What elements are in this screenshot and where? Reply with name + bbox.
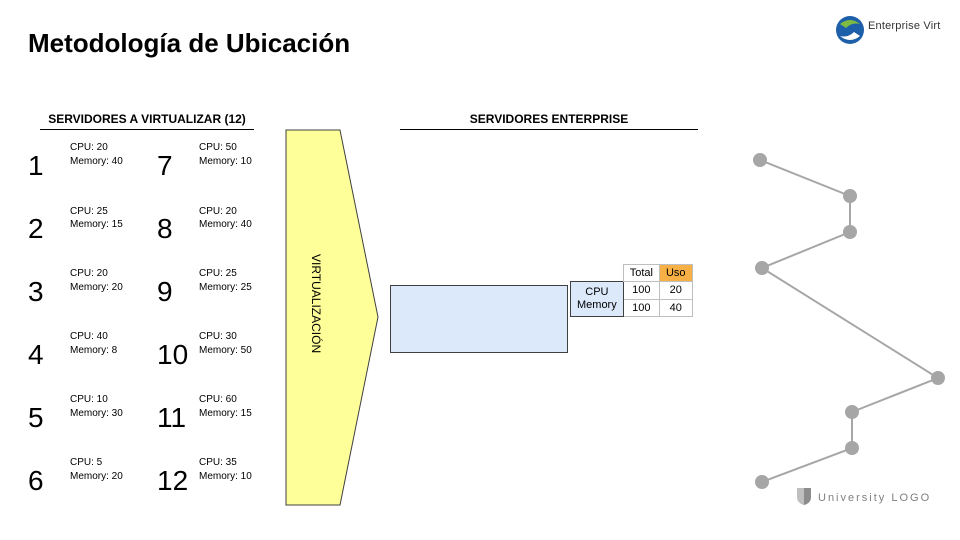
- server-number: 11: [157, 402, 187, 433]
- server-cpu: CPU: 35: [199, 457, 237, 468]
- server-memory: Memory: 10: [199, 156, 252, 167]
- server-cpu: CPU: 25: [199, 268, 237, 279]
- server-cpu: CPU: 30: [199, 331, 237, 342]
- server-memory: Memory: 15: [199, 408, 252, 419]
- usage-row: CPU Memory 100 20: [570, 281, 693, 317]
- usage-cpu-uso: 20: [658, 281, 693, 300]
- server-memory: Memory: 8: [70, 345, 118, 356]
- server-memory: Memory: 20: [70, 282, 123, 293]
- brand-text: Enterprise Virt: [868, 20, 941, 32]
- server-cpu: CPU: 20: [199, 206, 237, 217]
- server-number: 12: [157, 465, 189, 496]
- server-memory: Memory: 15: [70, 219, 123, 230]
- server-cpu: CPU: 5: [70, 457, 103, 468]
- server-number: 5: [28, 402, 44, 433]
- server-number: 1: [28, 150, 44, 181]
- usage-header-uso: Uso: [658, 264, 693, 282]
- server-cpu: CPU: 40: [70, 331, 108, 342]
- decor-dot: [845, 441, 859, 455]
- usage-empty-cell: [571, 265, 624, 282]
- decor-dot: [845, 405, 859, 419]
- server-cpu: CPU: 25: [70, 206, 108, 217]
- server-memory: Memory: 40: [70, 156, 123, 167]
- server-number: 9: [157, 276, 173, 307]
- left-section-underline: [40, 129, 254, 130]
- server-cpu: CPU: 20: [70, 142, 108, 153]
- decor-dot: [931, 371, 945, 385]
- usage-labels: CPU Memory: [570, 281, 624, 317]
- server-number: 7: [157, 150, 173, 181]
- decor-dot: [843, 189, 857, 203]
- right-section-underline: [400, 129, 698, 130]
- decor-dot: [755, 475, 769, 489]
- server-number: 4: [28, 339, 44, 370]
- server-cpu: CPU: 10: [70, 394, 108, 405]
- right-section-header: SERVIDORES ENTERPRISE: [469, 112, 629, 126]
- virtualization-label: VIRTUALIZACIÓN: [309, 254, 324, 353]
- decor-dot: [755, 261, 769, 275]
- server-memory: Memory: 30: [70, 408, 123, 419]
- left-section-header: SERVIDORES A VIRTUALIZAR (12): [48, 112, 246, 126]
- server-memory: Memory: 10: [199, 471, 252, 482]
- server-cpu: CPU: 20: [70, 268, 108, 279]
- server-memory: Memory: 40: [199, 219, 252, 230]
- usage-memory-total: 100: [622, 298, 660, 317]
- slide-title: Metodología de Ubicación: [28, 28, 351, 58]
- server-memory: Memory: 50: [199, 345, 252, 356]
- server-cpu: CPU: 50: [199, 142, 237, 153]
- usage-label-memory: Memory: [577, 299, 617, 311]
- server-number: 2: [28, 213, 44, 244]
- usage-row: 100 40: [571, 298, 693, 317]
- server-number: 8: [157, 213, 173, 244]
- usage-memory-uso: 40: [658, 298, 693, 317]
- university-shield-icon: [797, 488, 811, 505]
- decor-dot: [753, 153, 767, 167]
- enterprise-logo-icon: [836, 16, 864, 44]
- usage-label-cpu: CPU: [585, 286, 609, 298]
- decor-dot: [843, 225, 857, 239]
- usage-table: Total Uso CPU Memory 100 20 100 40: [570, 264, 693, 317]
- server-number: 3: [28, 276, 44, 307]
- server-number: 6: [28, 465, 44, 496]
- server-cpu: CPU: 60: [199, 394, 237, 405]
- university-logo-text: University LOGO: [818, 492, 932, 504]
- enterprise-server-box: [390, 285, 568, 353]
- usage-header-total: Total: [622, 264, 660, 282]
- server-number: 10: [157, 339, 189, 370]
- server-memory: Memory: 20: [70, 471, 123, 482]
- server-memory: Memory: 25: [199, 282, 252, 293]
- usage-cpu-total: 100: [622, 281, 660, 300]
- usage-header-row: Total Uso: [571, 264, 693, 282]
